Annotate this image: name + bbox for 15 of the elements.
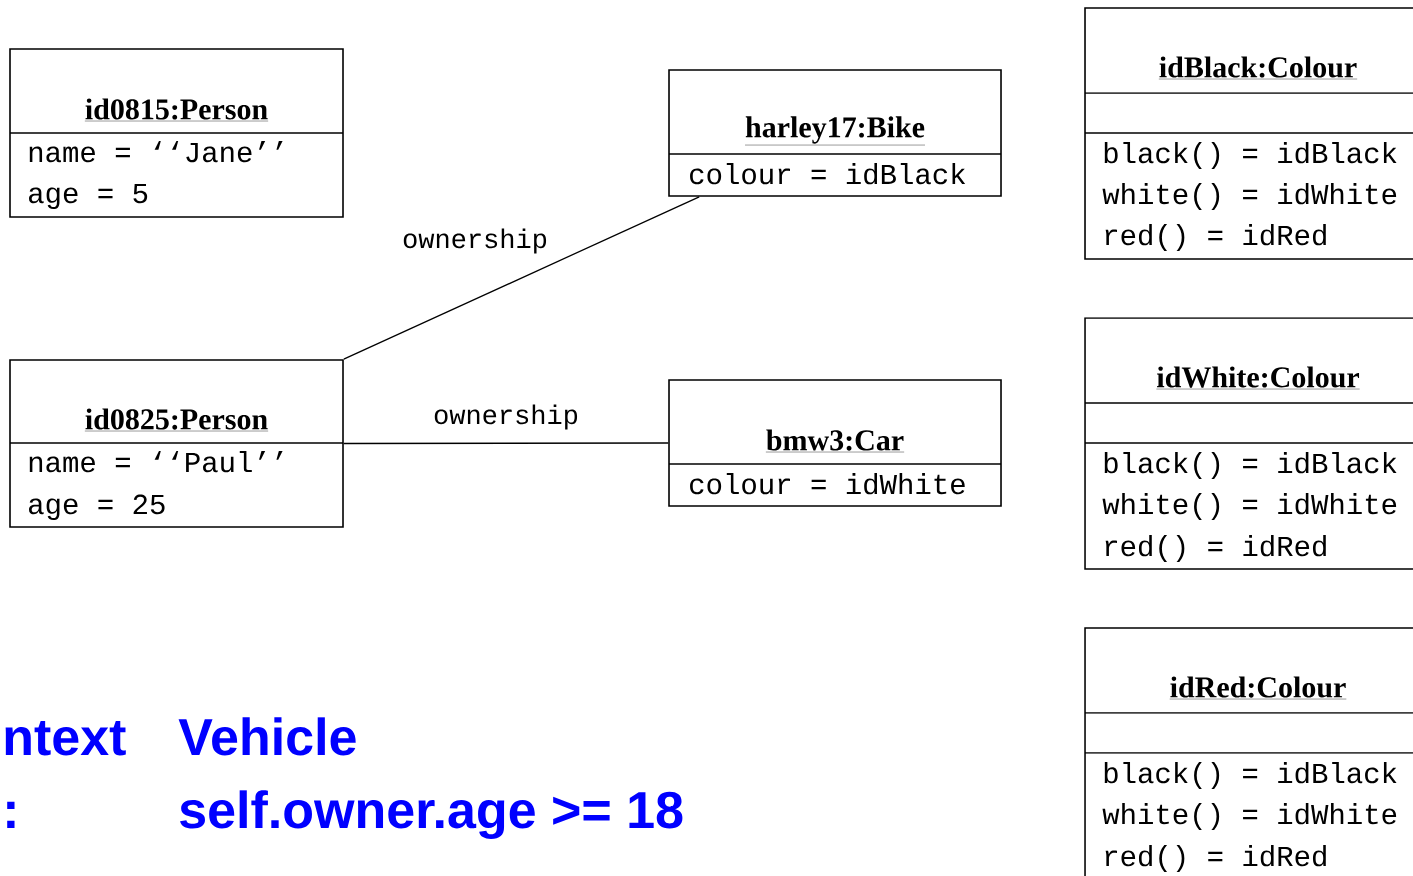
constraint-text: :: [7, 801, 15, 828]
object-box: idBlack:Colour black() = idBlack white() = idWhite red() = idRed: [1084, 7, 1413, 260]
edge-label: ownership: [432, 403, 580, 431]
constraint-text: ntext: [5, 721, 126, 756]
object-box: bmw3:Car colour = idWhite: [668, 379, 1002, 507]
constraint-text: Vehicle: [178, 717, 356, 756]
object-box: id0825:Person name = ‘‘Paul’’ age = 25: [9, 359, 344, 528]
edge-label: ownership: [401, 227, 549, 255]
object-box: idRed:Colour black() = idBlack white() = idWhite red() = idRed: [1084, 627, 1413, 876]
association-line: [343, 196, 700, 360]
object-box: harley17:Bike colour = idBlack: [668, 69, 1002, 197]
constraint-text: self.owner.age >= 18: [180, 790, 683, 840]
object-box: id0815:Person name = ‘‘Jane’’ age = 5: [9, 48, 344, 218]
object-box: idWhite:Colour black() = idBlack white() = idWhite red() = idRed: [1084, 317, 1413, 570]
association-line: [343, 442, 669, 445]
